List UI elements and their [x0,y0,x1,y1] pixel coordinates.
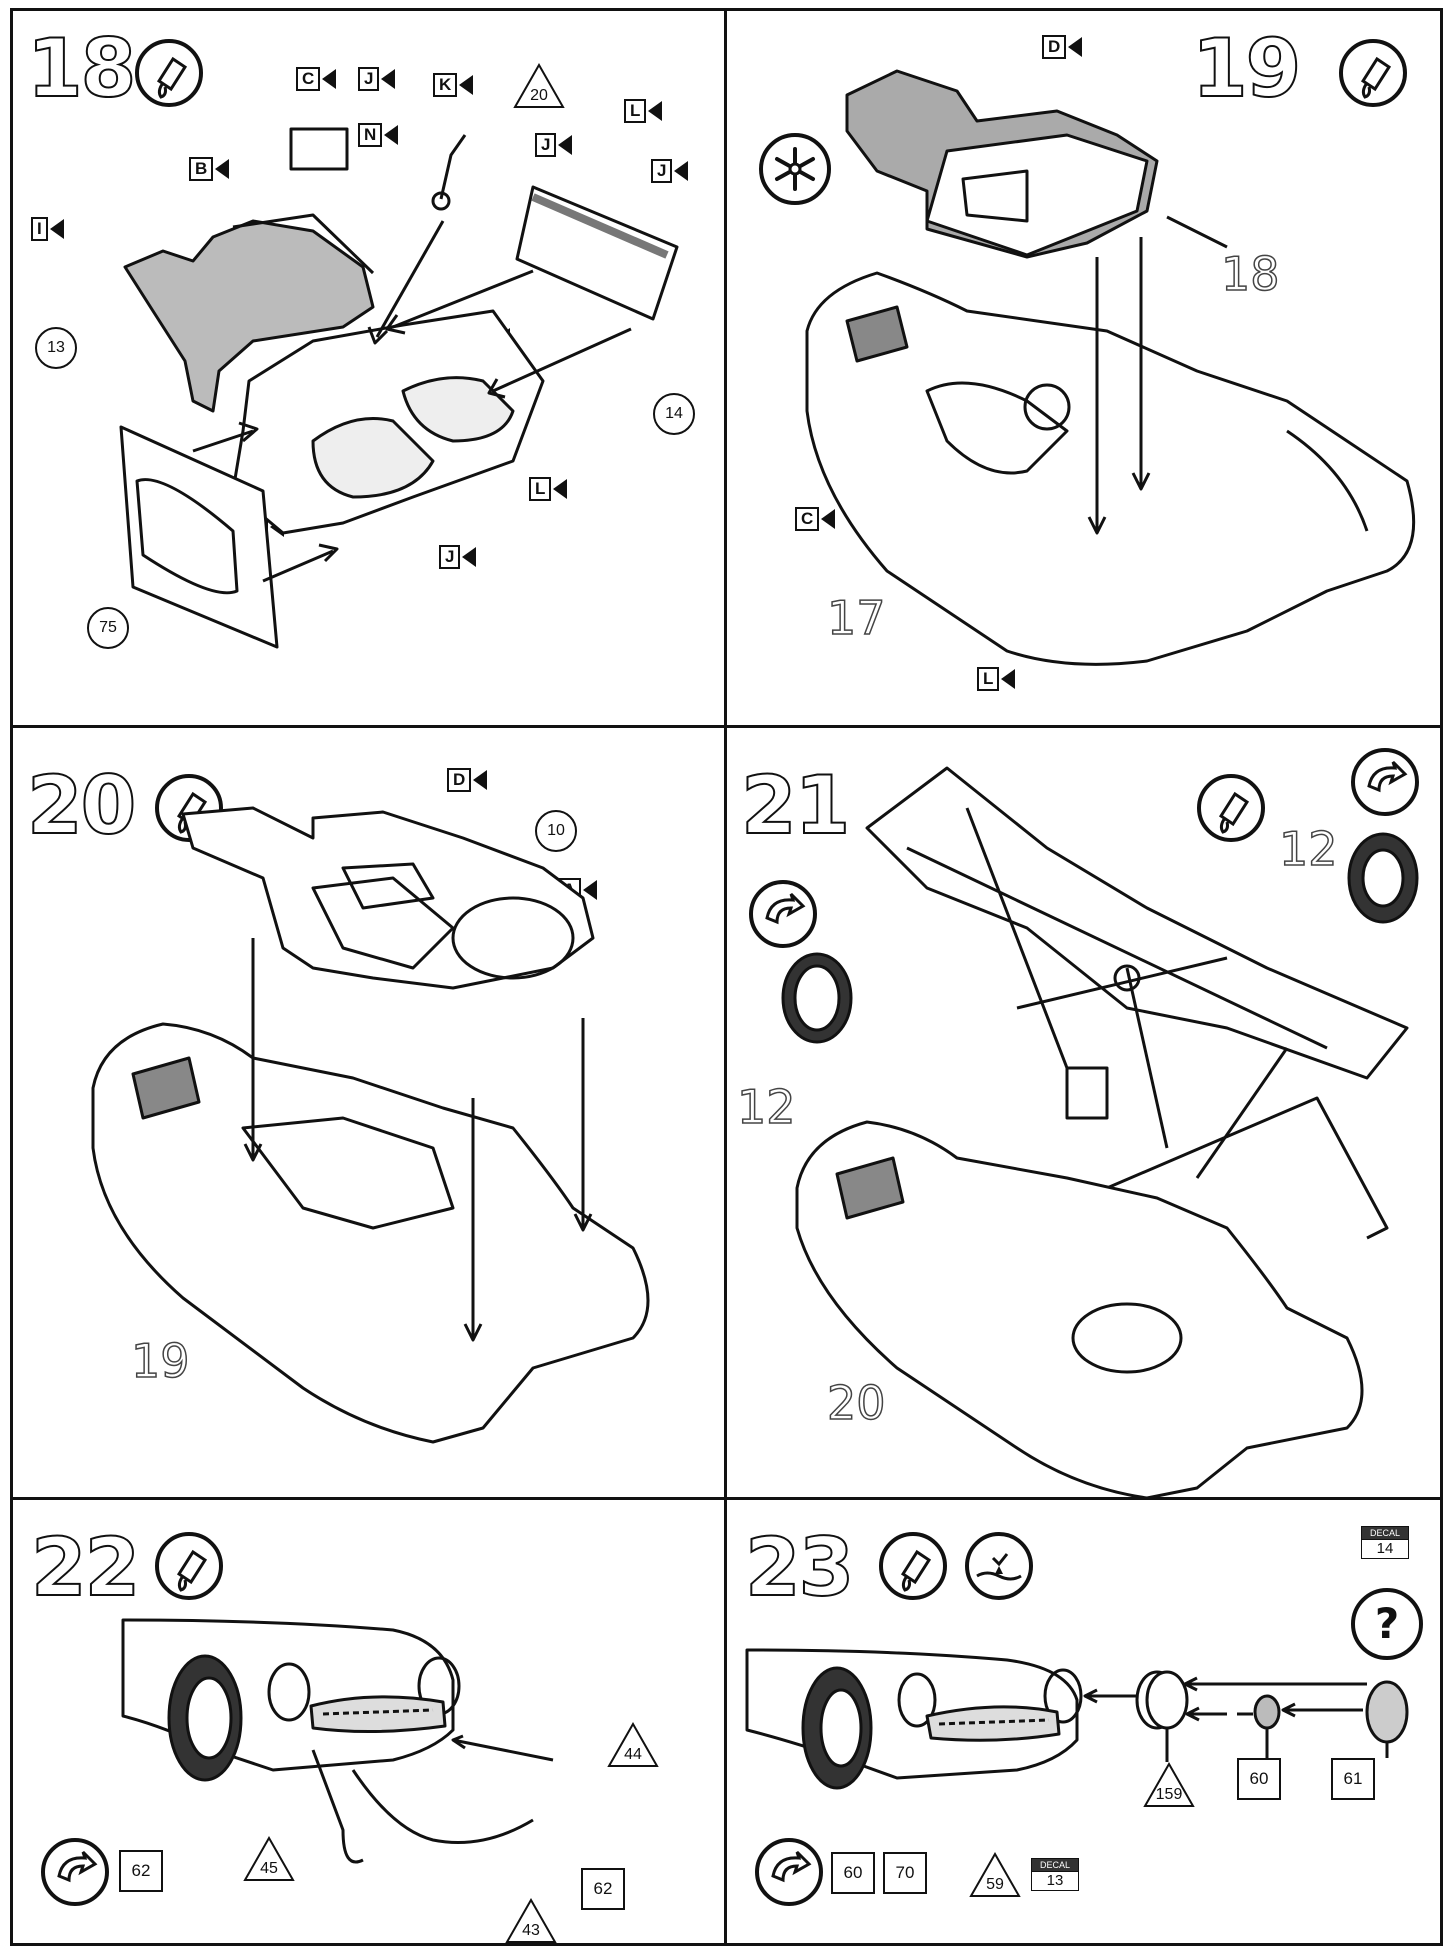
glue-icon [1195,772,1267,844]
paint-icon [39,1836,111,1908]
step-23-panel: 23 ? DECAL 14 DECAL 13 60 61 60 70 159 [724,1497,1443,1946]
chassis-to-body-drawing [781,766,1419,1497]
decal-tag: DECAL 13 [1031,1858,1079,1891]
big-part-number: 12 [1278,822,1338,876]
step-number: 20 [26,759,137,852]
step-number: 18 [26,22,137,115]
part-letter-flag: J [358,67,396,91]
step-20-panel: 20 D A 10 19 [10,725,727,1500]
part-letter-flag: L [624,99,663,123]
step-22-panel: 22 62 62 44 45 43 [10,1497,727,1946]
part-number-circle: 10 [535,810,577,852]
glue-icon [133,37,205,109]
step-number: 21 [740,759,851,852]
front-bumper-drawing [121,1618,554,1864]
part-number-triangle: 45 [243,1836,295,1882]
part-letter-flag: J [651,159,689,183]
step-19-panel: 19 D C L 18 17 [724,8,1443,728]
paint-icon [1349,746,1421,818]
part-letter-flag: L [977,667,1016,691]
part-letter-flag: D [447,768,488,792]
part-number-triangle: 43 [505,1898,557,1943]
paint-icon [747,878,819,950]
part-number-circle: 13 [35,327,77,369]
part-number-triangle: 159 [1143,1762,1195,1808]
headlight-drawing [745,1648,1409,1790]
part-letter-flag: B [189,157,230,181]
svg-text:?: ? [1375,1599,1399,1648]
part-letter-flag: J [439,545,477,569]
part-letter-flag: J [535,133,573,157]
glue-icon [877,1530,949,1602]
part-number-circle: 14 [653,393,695,435]
star-wheel-icon [757,131,833,207]
part-letter-flag: C [795,507,836,531]
part-letter-flag: N [358,123,399,147]
part-number-square: 70 [883,1852,927,1894]
decal-tag: DECAL 14 [1361,1526,1409,1559]
water-decal-icon [963,1530,1035,1602]
part-number-circle: 75 [87,607,129,649]
part-number-triangle: 20 [513,63,565,109]
big-part-number: 17 [826,591,886,645]
step-18-panel: 18 C J K N B J L J I O D L I J 13 14 75 … [10,8,727,728]
part-number-triangle: 59 [969,1852,1021,1898]
interior-into-body-drawing [91,806,650,1444]
part-letter-flag: C [296,67,337,91]
part-number-square: 60 [831,1852,875,1894]
part-letter-flag: D [1042,35,1083,59]
part-number-square: 62 [581,1868,625,1910]
instruction-sheet: 18 C J K N B J L J I O D L I J 13 14 75 … [10,8,1443,1946]
glue-icon [1337,37,1409,109]
part-letter-flag: K [433,73,474,97]
part-number-square: 62 [119,1850,163,1892]
part-number-triangle: 44 [607,1722,659,1768]
body-tub-drawing [805,69,1416,666]
glue-icon [153,1530,225,1602]
big-part-number: 19 [130,1334,190,1388]
step-21-panel: 21 12 12 20 [724,725,1443,1500]
question-icon: ? [1349,1586,1425,1662]
big-part-number: 20 [826,1376,886,1430]
big-part-number: 12 [736,1080,796,1134]
paint-icon [753,1836,825,1908]
big-part-number: 18 [1220,247,1280,301]
part-letter-flag: I [31,217,64,241]
part-number-square: 60 [1237,1758,1281,1800]
part-letter-flag: L [529,477,568,501]
step-number: 22 [30,1521,141,1614]
step-number: 19 [1191,22,1302,115]
interior-assembly-drawing [119,127,679,649]
step-number: 23 [744,1521,855,1614]
part-number-square: 61 [1331,1758,1375,1800]
